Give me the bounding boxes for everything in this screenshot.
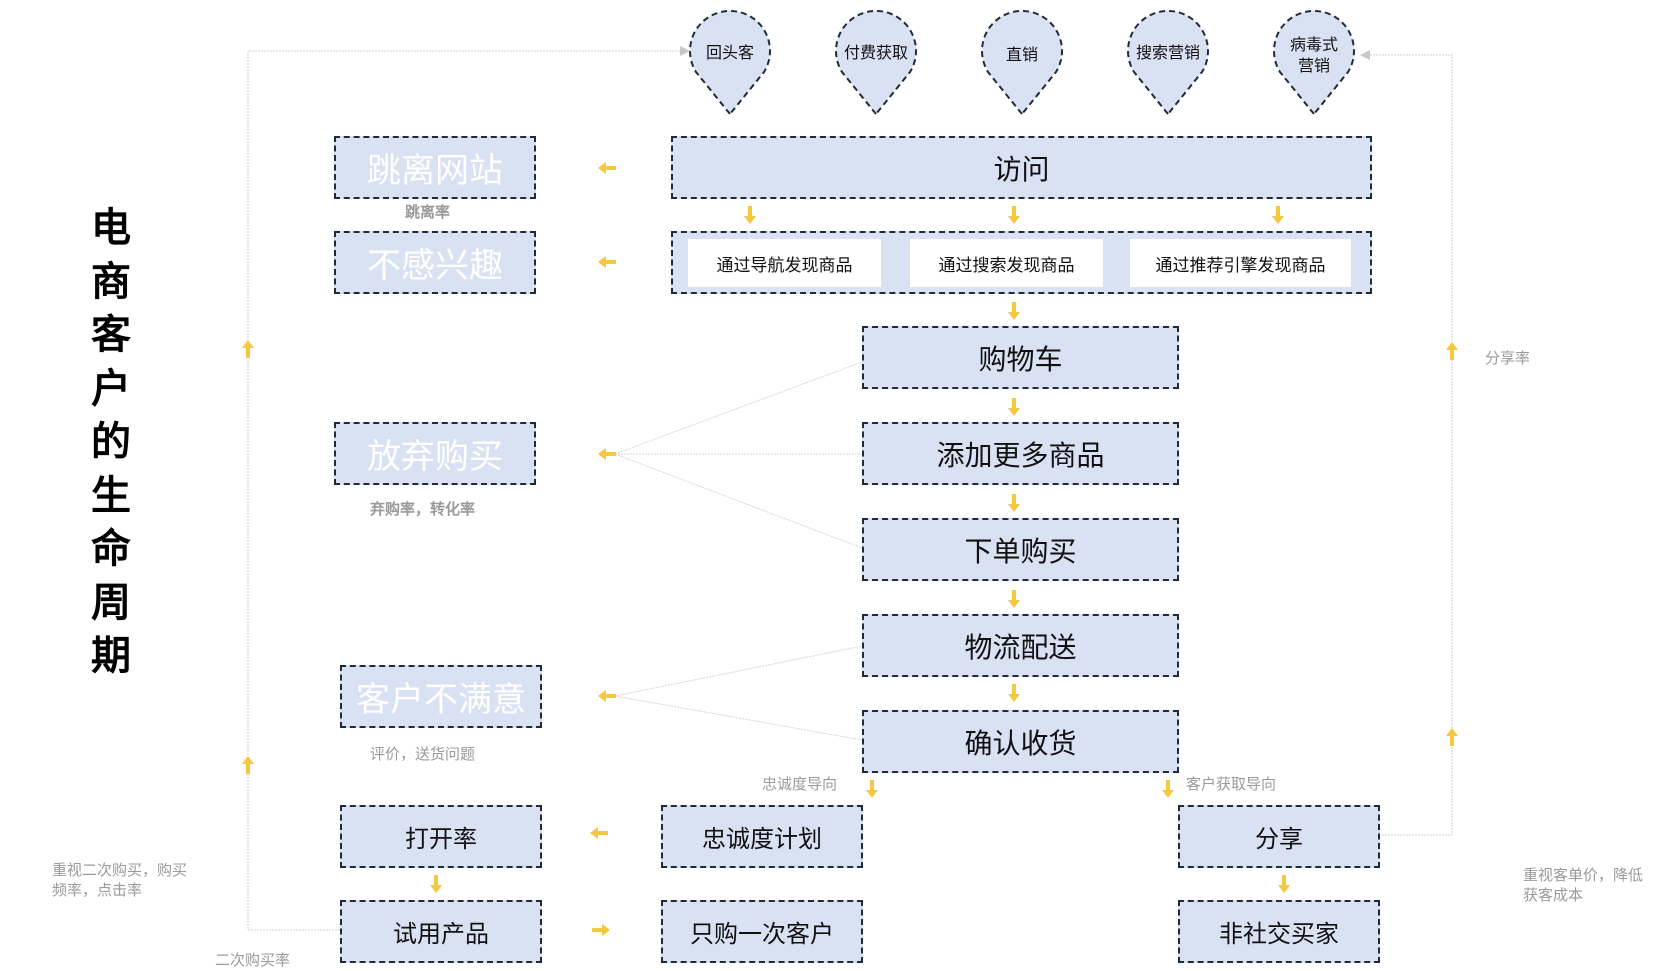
arrow-down-confirm [1008,684,1020,702]
arrow-down-addmore [1008,398,1020,416]
page-title: 电商客户的生命周期 [91,205,131,679]
discovery-search[interactable]: 通过搜索发现商品 [910,239,1103,287]
cart-label: 购物车 [978,342,1063,376]
share-box[interactable]: 分享 [1178,805,1380,868]
arrow-down-order [1008,494,1020,512]
channel-label: 回头客 [705,43,754,62]
pin-shape-icon [835,10,917,116]
arrow-down-share [1278,875,1290,893]
visit-box[interactable]: 访问 [671,136,1372,199]
channel-label: 病毒式营销 [1289,35,1338,75]
abandon-metric: 弃购率，转化率 [370,500,476,518]
arrow-left-abandon [598,448,616,460]
arrow-down-openrate [430,875,442,893]
loyalty-note: 重视二次购买，购买频率，点击率 [52,861,188,899]
open-rate-box[interactable]: 打开率 [340,805,542,868]
discovery-nav[interactable]: 通过导航发现商品 [688,239,881,287]
arrow-down-acquisition [1162,780,1174,798]
arrow-up-right-loop-top [1446,342,1458,360]
shipping-label: 物流配送 [964,630,1077,664]
confirm-label: 确认收货 [964,726,1077,760]
arrow-up-left-loop-bottom [242,756,254,774]
share-loop-line [1360,50,1453,836]
unsatisfied-line-confirm [614,695,863,741]
arrow-left-bounce [598,162,616,174]
acquisition-heading: 客户获取导向 [1186,775,1277,793]
open-rate-label: 打开率 [405,825,477,853]
arrow-up-left-loop-top [242,340,254,358]
abandon-box[interactable]: 放弃购买 [334,422,536,485]
loyalty-heading: 忠诚度导向 [762,775,838,793]
unsatisfied-box[interactable]: 客户不满意 [340,665,542,728]
trial-box[interactable]: 试用产品 [340,900,542,963]
non-social-box[interactable]: 非社交买家 [1178,900,1380,963]
discovery-recommend[interactable]: 通过推荐引擎发现商品 [1130,239,1351,287]
unsatisfied-metric: 评价，送货问题 [370,745,476,763]
abandon-line-cart [614,361,863,455]
not-interested-label: 不感兴趣 [367,246,503,286]
channel-label: 搜索营销 [1135,43,1200,62]
order-label: 下单购买 [964,534,1077,568]
arrow-left-notinterested [598,256,616,268]
arrow-down-loyalty [866,780,878,798]
pin-shape-icon [1127,10,1209,116]
add-more-label: 添加更多商品 [936,438,1105,472]
bounce-metric: 跳离率 [405,203,451,221]
discovery-recommend-label: 通过推荐引擎发现商品 [1155,255,1326,276]
confirm-box[interactable]: 确认收货 [862,710,1179,773]
one-time-label: 只购一次客户 [690,920,834,948]
arrow-down-nav [744,206,756,224]
channel-label: 付费获取 [843,43,908,62]
arrow-left-openrate [590,827,608,839]
flow-arrows [242,162,1458,936]
arrow-down-cart [1008,302,1020,320]
abandon-label: 放弃购买 [367,437,503,477]
arrow-down-shipping [1008,590,1020,608]
arrow-right-onetime [592,924,610,936]
repurchase-rate: 二次购买率 [215,951,291,969]
arrow-down-rec [1272,206,1284,224]
not-interested-box[interactable]: 不感兴趣 [334,231,536,294]
non-social-label: 非社交买家 [1219,920,1339,948]
arrow-left-unsatisfied [598,690,616,702]
discovery-search-label: 通过搜索发现商品 [938,255,1075,276]
share-rate: 分享率 [1485,349,1531,367]
pin-shape-icon [981,10,1063,116]
loyalty-program-box[interactable]: 忠诚度计划 [661,805,863,868]
channel-pin-paid[interactable]: 付费获取 [834,6,918,116]
channel-pin-search[interactable]: 搜索营销 [1126,6,1210,116]
repurchase-loop-line [247,46,690,931]
arrow-up-right-loop-bottom [1446,728,1458,746]
shipping-box[interactable]: 物流配送 [862,614,1179,677]
acquisition-note: 重视客单价，降低获客成本 [1523,866,1644,904]
pin-shape-icon [689,10,771,116]
pin-shape-icon [1273,10,1355,116]
add-more-box[interactable]: 添加更多商品 [862,422,1179,485]
trial-label: 试用产品 [393,920,489,948]
channel-label: 直销 [1005,45,1038,64]
bounce-label: 跳离网站 [367,151,503,191]
unsatisfied-label: 客户不满意 [356,680,526,720]
abandon-line-order [614,453,863,549]
one-time-box[interactable]: 只购一次客户 [661,900,863,963]
channel-pin-viral[interactable]: 病毒式营销 [1272,6,1356,116]
share-label: 分享 [1255,825,1303,853]
unsatisfied-line-shipping [614,645,863,697]
visit-label: 访问 [993,152,1050,186]
order-box[interactable]: 下单购买 [862,518,1179,581]
channel-pin-returning[interactable]: 回头客 [688,6,772,116]
cart-box[interactable]: 购物车 [862,326,1179,389]
arrow-down-search [1008,206,1020,224]
discovery-nav-label: 通过导航发现商品 [716,255,853,276]
bounce-box[interactable]: 跳离网站 [334,136,536,199]
channel-pin-direct[interactable]: 直销 [980,6,1064,116]
loyalty-program-label: 忠诚度计划 [702,825,822,853]
